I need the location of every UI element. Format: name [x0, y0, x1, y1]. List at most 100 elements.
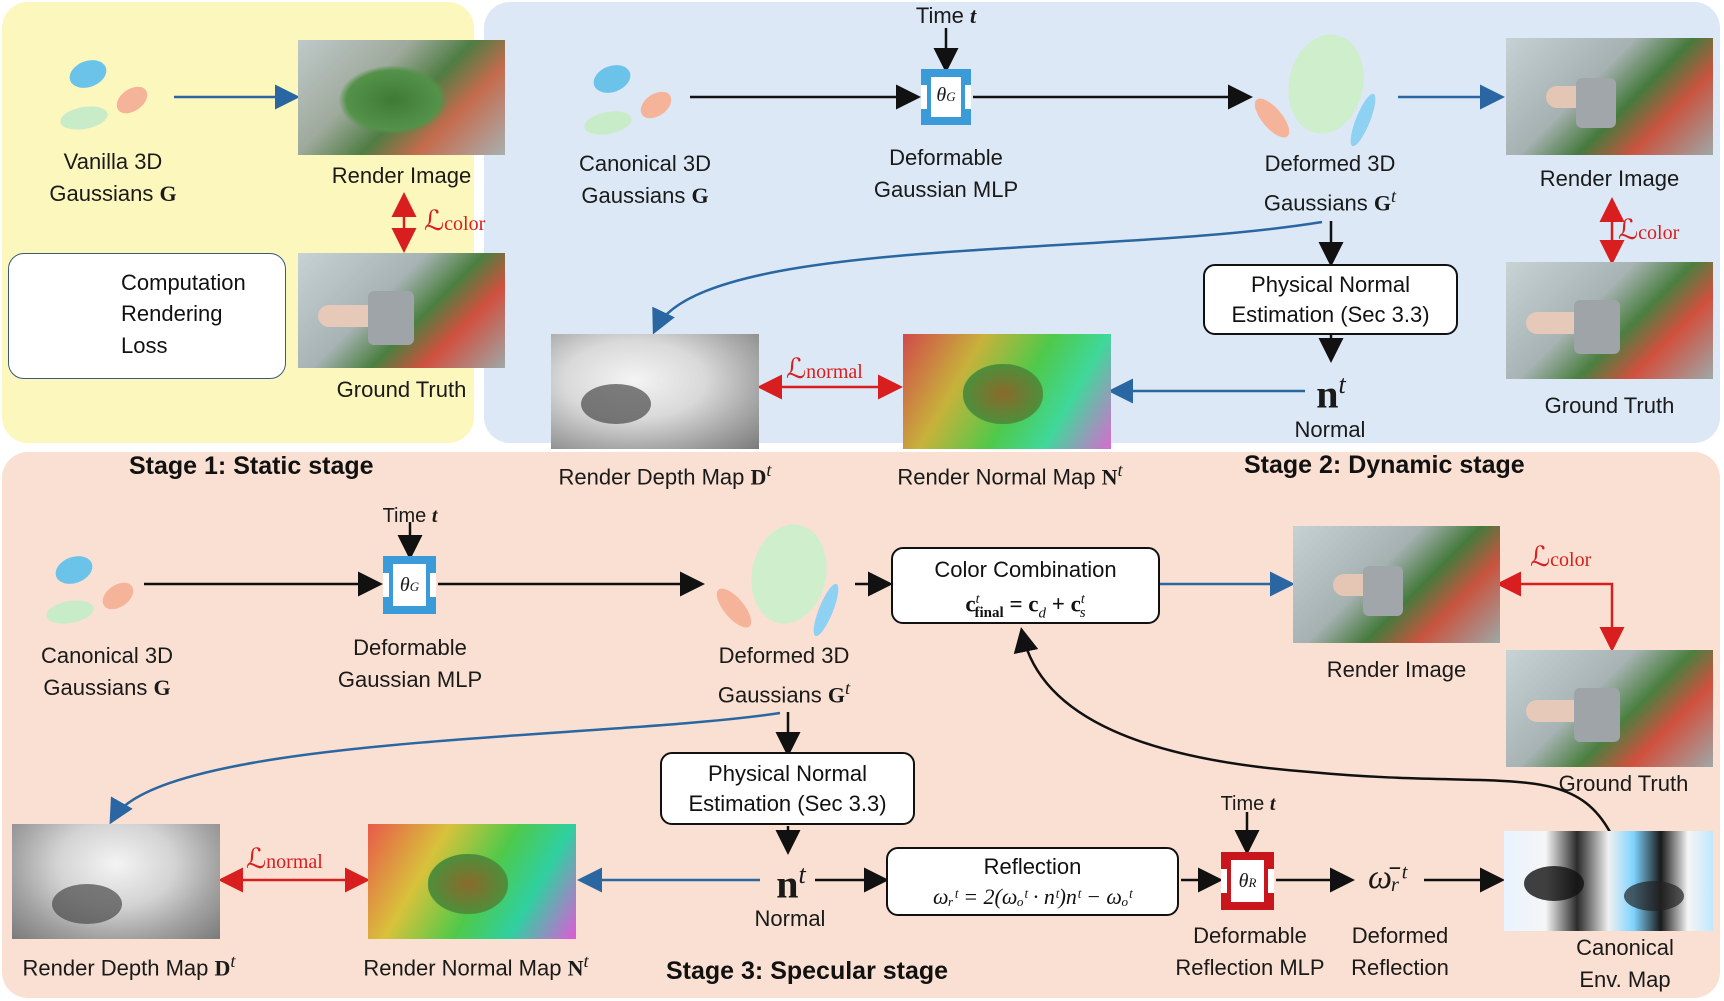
deformed-sup: t	[1391, 186, 1397, 206]
loss-sub: normal	[266, 851, 323, 873]
deformed-reflection-symbol: ω̄ᵣᵗ	[1367, 859, 1407, 896]
stage2-render-image-label: Render Image	[1539, 166, 1680, 191]
mlp-sub: G	[409, 579, 420, 594]
mlp-line2: Gaussian MLP	[873, 177, 1019, 202]
stage3-normal-map-image	[368, 824, 576, 939]
loss-sub: normal	[806, 361, 863, 383]
stage1-ground-truth-label: Ground Truth	[336, 377, 467, 402]
deformed-symbol: G	[827, 682, 846, 708]
mlp-symbol: θ	[399, 574, 410, 596]
loss-symbol: ℒ	[424, 206, 445, 237]
refl-mlp-symbol: θ	[1238, 870, 1249, 892]
stage3-time-label: Time t	[370, 500, 450, 532]
reflection-formula: ωᵣᵗ = 2(ωₒᵗ · nᵗ)nᵗ − ωₒᵗ	[933, 884, 1132, 909]
time-symbol: t	[1269, 793, 1276, 815]
normal-est-line2: Estimation (Sec 3.3)	[1231, 302, 1430, 327]
c-final-sup: t	[975, 592, 980, 607]
stage2-mlp-symbol: θG	[931, 81, 961, 111]
normal-map-sup: t	[583, 951, 589, 971]
stage1-gaussians-symbol: G	[159, 181, 177, 206]
reflection-title: Reflection	[983, 854, 1082, 879]
deformed-symbol: G	[1373, 190, 1392, 216]
stage2-canonical-label: Canonical 3D Gaussians G	[560, 148, 730, 212]
loss-sub: color	[1550, 549, 1592, 571]
refl-mlp-line1: Deformable	[1193, 923, 1307, 948]
stage2-time-label: Time t	[906, 0, 986, 32]
stage1-title: Stage 1: Static stage	[129, 452, 374, 480]
normal-est-line1: Physical Normal	[708, 761, 867, 786]
eq-cd: = c	[1009, 591, 1039, 617]
stage3-mlp-icon	[383, 556, 436, 614]
stage3-normal-estimation-box: Physical Normal Estimation (Sec 3.3)	[660, 752, 915, 825]
reflection-box: Reflection ωᵣᵗ = 2(ωₒᵗ · nᵗ)nᵗ − ωₒᵗ	[886, 847, 1179, 916]
deformed-refl-line1: Deformed	[1351, 923, 1449, 948]
normal-map-symbol: N	[1101, 464, 1118, 490]
stage2-ground-truth-image	[1506, 262, 1713, 379]
deformed-refl-line2: Reflection	[1351, 955, 1449, 980]
time-label: Time	[915, 3, 964, 28]
loss-sub: color	[1638, 222, 1680, 244]
stage2-deformed-label: Deformed 3D Gaussians Gt	[1240, 148, 1420, 219]
depth-label: Render Depth Map	[558, 464, 745, 490]
depth-sup: t	[766, 460, 772, 480]
loss-symbol: ℒ	[1530, 542, 1551, 573]
stage2-loss-color: ℒcolor	[1618, 213, 1679, 247]
refl-mlp-line2: Reflection MLP	[1175, 955, 1325, 980]
reflection-mlp-symbol: θR	[1231, 867, 1264, 897]
stage1-gaussians-icon	[60, 60, 148, 130]
env-line2: Env. Map	[1579, 967, 1671, 992]
deformed-line2: Gaussians	[1263, 190, 1368, 216]
stage1-gaussians-line2: Gaussians	[49, 181, 154, 206]
refl-mlp-sub: R	[1248, 875, 1257, 890]
normal-symbol: n	[1316, 371, 1339, 417]
env-line1: Canonical	[1576, 935, 1674, 960]
stage3-time2-label: Time t	[1208, 788, 1288, 820]
mlp-line2: Gaussian MLP	[337, 667, 483, 692]
cd-sub: d	[1038, 605, 1047, 622]
cs-sup: t	[1080, 592, 1085, 607]
stage3-canonical-label: Canonical 3D Gaussians G	[22, 640, 192, 704]
normal-est-line2: Estimation (Sec 3.3)	[688, 791, 887, 816]
stage1-gaussians-line1: Vanilla 3D	[63, 149, 163, 174]
canonical-line2: Gaussians	[581, 183, 686, 208]
normal-map-symbol: N	[567, 955, 584, 981]
color-comb-formula: ctfinal = cd + cts	[893, 585, 1158, 628]
loss-symbol: ℒ	[246, 844, 267, 875]
stage3-depth-map-image	[12, 824, 220, 939]
canonical-symbol: G	[691, 183, 709, 208]
stage3-canonical-gaussians-icon	[46, 556, 134, 624]
normal-symbol: n	[776, 861, 799, 907]
stage2-normal-map-image	[903, 334, 1111, 449]
stage2-render-image	[1506, 38, 1713, 155]
normal-map-label: Render Normal Map	[897, 464, 1096, 490]
stage1-ground-truth-image	[298, 253, 505, 368]
color-combination-box: Color Combination ctfinal = cd + cts	[891, 547, 1160, 624]
depth-symbol: D	[750, 464, 767, 490]
plus-cs: + c	[1051, 591, 1081, 617]
stage2-canonical-gaussians-icon	[584, 65, 672, 135]
deformed-line2: Gaussians	[717, 682, 822, 708]
stage2-loss-normal: ℒnormal	[786, 352, 863, 386]
stage3-loss-color: ℒcolor	[1530, 540, 1591, 574]
normal-sup: t	[798, 860, 806, 889]
stage3-normal-label: Normal	[754, 906, 826, 931]
legend-box	[8, 253, 286, 379]
time-label: Time	[382, 505, 427, 527]
stage2-mlp-icon	[921, 69, 971, 125]
deformed-line1: Deformed 3D	[1264, 151, 1396, 176]
stage3-mlp-label: Deformable Gaussian MLP	[320, 632, 500, 696]
time-symbol: t	[431, 505, 438, 527]
stage2-mlp-label: Deformable Gaussian MLP	[856, 142, 1036, 206]
time-symbol: t	[970, 3, 977, 28]
stage2-normal-map-label: Render Normal Map Nt	[880, 454, 1140, 493]
depth-symbol: D	[214, 955, 231, 981]
legend-loss: Loss	[121, 333, 168, 358]
stage3-loss-normal: ℒnormal	[246, 842, 323, 876]
stage3-render-image-label: Render Image	[1326, 657, 1467, 682]
normal-est-line1: Physical Normal	[1251, 272, 1410, 297]
stage3-title: Stage 3: Specular stage	[666, 957, 949, 985]
stage1-render-image	[298, 40, 505, 155]
loss-symbol: ℒ	[786, 354, 807, 385]
mlp-symbol: θ	[936, 84, 947, 106]
